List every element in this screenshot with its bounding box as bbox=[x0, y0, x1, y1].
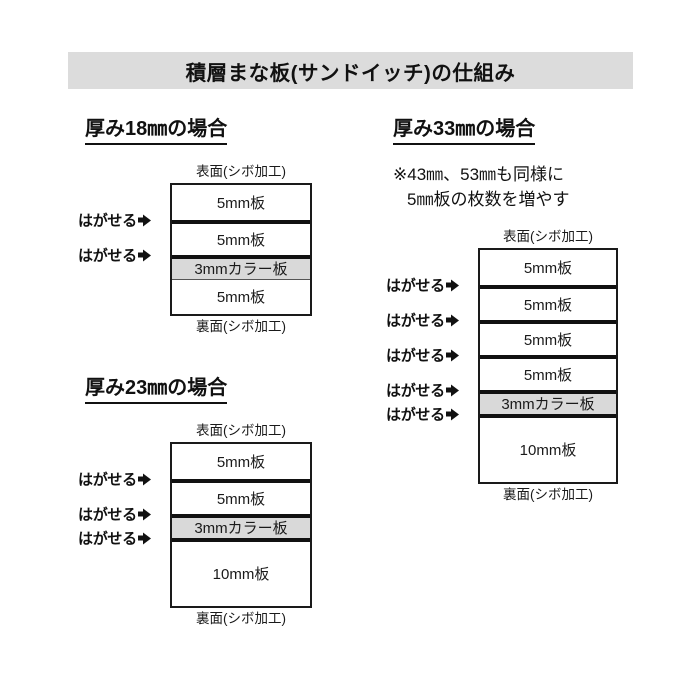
peel-off-label: はがせる bbox=[386, 406, 445, 424]
stack-diagram-thickness-18: 表面(シボ加工) 5mm板 5mm板 3mmカラー板 5mm板裏面(シボ加工) bbox=[170, 164, 312, 335]
peel-off-marker: はがせる bbox=[386, 275, 460, 296]
layer-board: 5mm板 bbox=[172, 443, 310, 479]
section-heading-thickness-33: 厚み33㎜の場合 bbox=[393, 118, 536, 145]
section-title-thickness-23: 厚み23㎜の場合 bbox=[85, 377, 228, 404]
peel-off-label: はがせる bbox=[78, 530, 137, 548]
layer-label: 5mm板 bbox=[216, 289, 266, 307]
layer-board: 5mm板 bbox=[172, 478, 310, 514]
layer-label: 5mm板 bbox=[216, 194, 266, 212]
page-title-banner: 積層まな板(サンドイッチ)の仕組み bbox=[68, 52, 633, 89]
bottom-face-label: 裏面(シボ加工) bbox=[196, 318, 286, 334]
section-note-thickness-33: ※43㎜、53㎜も同様に 5㎜板の枚数を増やす bbox=[393, 163, 569, 212]
stack-diagram-thickness-33: 表面(シボ加工) 5mm板 5mm板 5mm板 5mm板 3mmカラー板 10mm板裏面(シ… bbox=[478, 229, 618, 503]
layer-board: 5mm板 bbox=[480, 354, 616, 390]
peel-off-marker: はがせる bbox=[386, 310, 460, 331]
top-face-label: 表面(シボ加工) bbox=[503, 229, 593, 244]
peel-off-label: はがせる bbox=[78, 471, 137, 489]
layer-label: 3mmカラー板 bbox=[194, 261, 288, 279]
peel-off-marker: はがせる bbox=[386, 404, 460, 425]
layer-label: 5mm板 bbox=[523, 259, 573, 277]
peel-off-marker: はがせる bbox=[78, 504, 152, 525]
bottom-face-label: 裏面(シボ加工) bbox=[503, 486, 593, 502]
layer-board: 5mm板 bbox=[172, 278, 310, 314]
right-arrow-icon bbox=[445, 383, 460, 397]
peel-off-label: はがせる bbox=[78, 247, 137, 265]
peel-off-marker: はがせる bbox=[78, 528, 152, 549]
layer-stack: 5mm板 5mm板 3mmカラー板 5mm板 bbox=[170, 182, 312, 316]
right-arrow-icon bbox=[137, 531, 152, 545]
right-arrow-icon bbox=[137, 248, 152, 262]
layer-board: 10mm板 bbox=[172, 537, 310, 606]
layer-label: 5mm板 bbox=[216, 490, 266, 508]
section-note-line1: ※43㎜、53㎜も同様に bbox=[393, 165, 565, 184]
layer-label: 3mmカラー板 bbox=[194, 520, 288, 538]
section-note-line2: 5㎜板の枚数を増やす bbox=[407, 189, 570, 209]
peel-off-marker: はがせる bbox=[78, 210, 152, 231]
layer-label: 5mm板 bbox=[523, 331, 573, 349]
right-arrow-icon bbox=[137, 507, 152, 521]
peel-off-label: はがせる bbox=[386, 312, 445, 330]
peel-off-label: はがせる bbox=[386, 277, 445, 295]
layer-color: 3mmカラー板 bbox=[480, 389, 616, 414]
section-heading-thickness-18: 厚み18㎜の場合 bbox=[85, 118, 228, 145]
section-heading-thickness-23: 厚み23㎜の場合 bbox=[85, 377, 228, 404]
right-arrow-icon bbox=[445, 313, 460, 327]
layer-label: 5mm板 bbox=[216, 453, 266, 471]
peel-off-label: はがせる bbox=[78, 212, 137, 230]
peel-off-label: はがせる bbox=[386, 347, 445, 365]
peel-off-label: はがせる bbox=[386, 382, 445, 400]
layer-label: 10mm板 bbox=[519, 442, 577, 460]
layer-label: 5mm板 bbox=[523, 366, 573, 384]
layer-board: 5mm板 bbox=[172, 184, 310, 220]
peel-off-marker: はがせる bbox=[78, 469, 152, 490]
peel-off-marker: はがせる bbox=[386, 380, 460, 401]
layer-stack: 5mm板 5mm板 5mm板 5mm板 3mmカラー板 10mm板 bbox=[478, 247, 618, 484]
peel-off-label: はがせる bbox=[78, 506, 137, 524]
peel-off-marker: はがせる bbox=[386, 345, 460, 366]
right-arrow-icon bbox=[445, 348, 460, 362]
right-arrow-icon bbox=[137, 213, 152, 227]
section-title-thickness-18: 厚み18㎜の場合 bbox=[85, 118, 228, 145]
layer-label: 3mmカラー板 bbox=[501, 396, 595, 414]
section-title-thickness-33: 厚み33㎜の場合 bbox=[393, 118, 536, 145]
layer-label: 5mm板 bbox=[216, 231, 266, 249]
layer-color: 3mmカラー板 bbox=[172, 254, 310, 279]
layer-label: 5mm板 bbox=[523, 296, 573, 314]
stack-diagram-thickness-23: 表面(シボ加工) 5mm板 5mm板 3mmカラー板 10mm板裏面(シボ加工) bbox=[170, 423, 312, 627]
layer-color: 3mmカラー板 bbox=[172, 513, 310, 538]
peel-off-marker: はがせる bbox=[78, 245, 152, 266]
right-arrow-icon bbox=[445, 278, 460, 292]
bottom-face-label: 裏面(シボ加工) bbox=[196, 610, 286, 626]
right-arrow-icon bbox=[445, 407, 460, 421]
right-arrow-icon bbox=[137, 472, 152, 486]
layer-board: 5mm板 bbox=[172, 219, 310, 255]
layer-stack: 5mm板 5mm板 3mmカラー板 10mm板 bbox=[170, 441, 312, 608]
layer-board: 5mm板 bbox=[480, 319, 616, 355]
top-face-label: 表面(シボ加工) bbox=[196, 164, 286, 179]
top-face-label: 表面(シボ加工) bbox=[196, 423, 286, 438]
layer-board: 5mm板 bbox=[480, 284, 616, 320]
layer-board: 5mm板 bbox=[480, 249, 616, 285]
layer-board: 10mm板 bbox=[480, 413, 616, 482]
layer-label: 10mm板 bbox=[212, 566, 270, 584]
page-title: 積層まな板(サンドイッチ)の仕組み bbox=[185, 61, 516, 85]
